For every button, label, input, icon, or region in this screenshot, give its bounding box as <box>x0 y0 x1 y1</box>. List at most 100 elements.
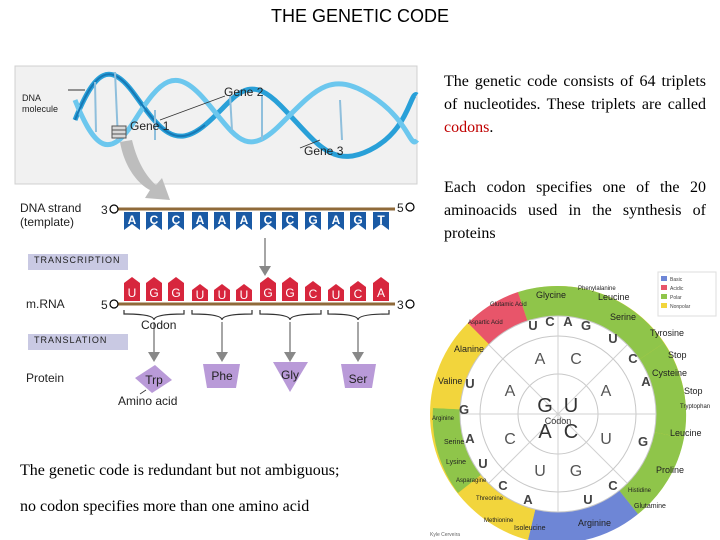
wheel-aa: Stop <box>668 350 687 360</box>
dna-base: C <box>286 213 295 227</box>
three-prime-label: 3 <box>101 203 108 217</box>
zoom-arrow <box>120 140 170 200</box>
mrna-label: m.RNA <box>26 297 65 311</box>
amino-acid-label: Phe <box>211 369 233 383</box>
wheel-aa: Methionine <box>484 518 514 524</box>
dna-base: A <box>332 213 341 227</box>
svg-text:A: A <box>641 374 651 389</box>
wheel-aa: Serine <box>444 439 464 446</box>
svg-text:A: A <box>535 351 546 368</box>
svg-text:G: G <box>570 463 582 480</box>
amino-acid-caption: Amino acid <box>118 394 178 408</box>
center-base: G <box>537 395 553 417</box>
svg-text:U: U <box>583 492 592 507</box>
mrna-base: G <box>263 286 272 300</box>
wheel-center-label: Codon <box>545 416 572 426</box>
dna-base: A <box>240 213 249 227</box>
center-base: A <box>538 421 552 443</box>
amino-acid-label: Gly <box>281 368 299 382</box>
amino-acid-phe <box>203 364 240 388</box>
dna-strand-label: DNA strand (template) <box>20 201 82 229</box>
svg-text:U: U <box>528 318 537 333</box>
wheel-aa: Valine <box>438 376 462 386</box>
mrna-base: U <box>128 286 137 300</box>
codon-label: Codon <box>141 318 177 332</box>
svg-text:G: G <box>581 318 591 333</box>
legend-item: Acidic <box>670 286 684 292</box>
five-prime-label: 5 <box>397 201 404 215</box>
svg-text:A: A <box>465 431 475 446</box>
transcription-label: TRANSCRIPTION <box>34 255 121 265</box>
mrna-base: G <box>171 286 180 300</box>
svg-text:C: C <box>504 431 516 448</box>
codons-highlight: codons <box>444 119 490 136</box>
dna-helix <box>72 71 420 159</box>
dna-base: C <box>264 213 273 227</box>
translation-arrows <box>153 322 359 355</box>
codon-brackets <box>123 310 390 321</box>
svg-text:A: A <box>523 492 533 507</box>
dna-base: G <box>308 213 317 227</box>
amino-acid-gly <box>273 362 308 392</box>
dna-base: G <box>353 213 362 227</box>
svg-text:U: U <box>608 331 617 346</box>
svg-text:U: U <box>534 463 546 480</box>
five-prime-mrna-label: 5 <box>101 298 108 312</box>
page-title: THE GENETIC CODE <box>270 6 449 26</box>
wheel-aa: Threonine <box>476 496 504 502</box>
svg-text:U: U <box>478 456 487 471</box>
redundancy-line2: no codon specifies more than one amino a… <box>20 498 310 515</box>
codon-text-end: . <box>489 119 494 136</box>
mrna-base: C <box>354 287 363 301</box>
translation-label: TRANSLATION <box>34 335 108 345</box>
amino-acid-label: Trp <box>145 373 163 387</box>
amino-acid-trp <box>135 365 172 393</box>
amino-acid-ser <box>341 364 376 388</box>
protein-label: Protein <box>26 371 65 385</box>
wheel-aa: Isoleucine <box>514 525 546 532</box>
wheel-aa: Histidine <box>628 488 652 494</box>
transcription-band <box>28 254 128 270</box>
mrna-base: C <box>309 287 318 301</box>
wheel-aa: Proline <box>656 465 684 475</box>
svg-text:C: C <box>498 478 508 493</box>
dna-panel <box>14 65 418 185</box>
legend-item: Basic <box>670 277 683 283</box>
svg-text:G: G <box>638 434 648 449</box>
wheel-aa: Serine <box>610 312 636 322</box>
codon-definition-text: The genetic code consists of 64 triplets… <box>444 70 706 139</box>
wheel-aa: Tyrosine <box>650 328 684 338</box>
legend-item: Nonpolar <box>670 304 691 310</box>
svg-text:C: C <box>628 351 638 366</box>
dna-base: A <box>218 213 227 227</box>
mrna-base: G <box>285 286 294 300</box>
mrna-base: G <box>149 286 158 300</box>
gene2-label: Gene 2 <box>224 85 264 99</box>
center-base: U <box>564 395 578 417</box>
wheel-aa: Glutamic Acid <box>490 302 527 308</box>
dna-molecule-label: DNA molecule <box>22 93 59 114</box>
svg-text:A: A <box>601 383 612 400</box>
wheel-aa: Arginine <box>578 518 611 528</box>
amino-acid-text: Each codon specifies one of the 20 amino… <box>444 179 706 242</box>
svg-text:C: C <box>545 314 555 329</box>
wheel-aa: Lysine <box>446 459 466 466</box>
dna-base: A <box>196 213 205 227</box>
mrna-base: U <box>196 288 205 302</box>
wheel-aa: Asparagine <box>456 478 487 484</box>
wheel-aa: Stop <box>684 386 703 396</box>
wheel-aa: Alanine <box>454 344 484 354</box>
wheel-credit: Kyle Cerveira <box>430 532 460 538</box>
wheel-aa: Aspartic Acid <box>468 320 503 326</box>
wheel-aa: Leucine <box>598 292 630 302</box>
legend-item: Polar <box>670 295 682 301</box>
wheel-aa: Cysteine <box>652 368 687 378</box>
amino-acid-label: Ser <box>349 372 368 386</box>
wheel-aa: Glutamine <box>634 503 666 510</box>
dna-template-strand: A C C A A A C C G A G T <box>109 202 415 230</box>
svg-text:U: U <box>465 376 474 391</box>
mrna-base: A <box>377 286 385 300</box>
wheel-aa: Arginine <box>432 416 455 422</box>
wheel-legend: Basic Acidic Polar Nonpolar <box>657 271 717 317</box>
